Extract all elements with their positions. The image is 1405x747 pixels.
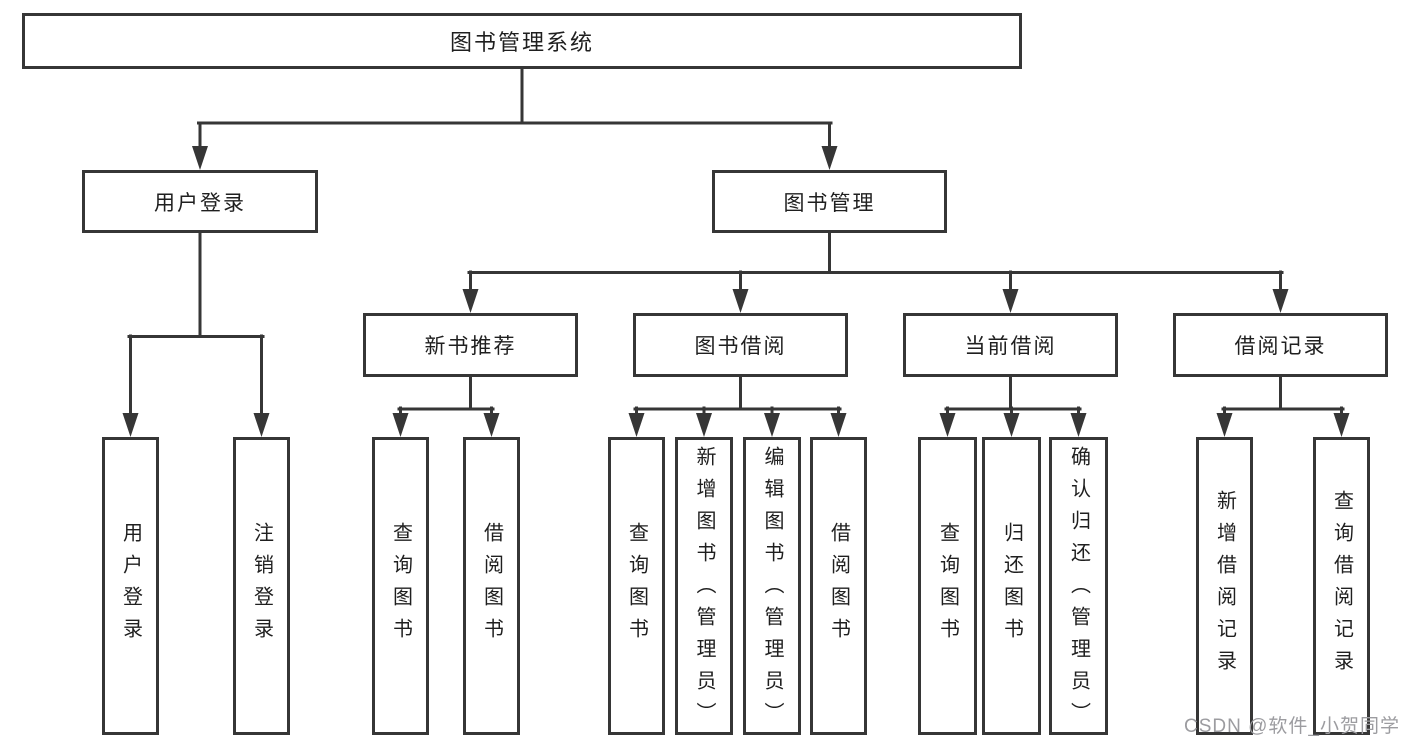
- arrowhead: [821, 146, 838, 170]
- leaf-query-books-borrowing: 查询图书: [608, 437, 665, 735]
- node-library-management-system: 图书管理系统: [22, 13, 1022, 69]
- leaf-borrow-books-recommend: 借阅图书: [463, 437, 520, 735]
- connector-root: [197, 67, 833, 150]
- leaf-query-books-recommend: 查询图书: [372, 437, 429, 735]
- arrowhead: [628, 413, 645, 437]
- arrowhead: [696, 413, 712, 437]
- leaf-add-borrow-record: 新增借阅记录: [1196, 437, 1253, 735]
- arrowhead: [1002, 289, 1019, 313]
- leaf-query-borrow-record: 查询借阅记录: [1313, 437, 1370, 735]
- arrowhead: [1272, 289, 1289, 313]
- arrowhead: [462, 289, 479, 313]
- arrowhead: [392, 413, 409, 437]
- arrowhead: [939, 413, 956, 437]
- arrowhead: [483, 413, 500, 437]
- arrowhead: [1216, 413, 1233, 437]
- connector-user-login: [127, 231, 265, 416]
- watermark: CSDN @软件_小贺同学: [1184, 716, 1400, 737]
- connector-book-management: [467, 231, 1284, 293]
- node-current-borrowing: 当前借阅: [903, 313, 1118, 377]
- node-book-borrowing: 图书借阅: [633, 313, 848, 377]
- leaf-confirm-return-admin: 确认归还（管理员）: [1049, 437, 1108, 735]
- arrowhead: [1070, 413, 1087, 437]
- leaf-borrow-books: 借阅图书: [810, 437, 867, 735]
- arrowhead: [1003, 413, 1020, 437]
- leaf-return-books: 归还图书: [982, 437, 1041, 735]
- connector-new-book-recommendation: [397, 375, 495, 417]
- arrowhead: [764, 413, 780, 437]
- leaf-add-book-admin: 新增图书（管理员）: [675, 437, 733, 735]
- connector-current-borrowing: [944, 375, 1082, 417]
- connector-borrowing-records: [1221, 375, 1345, 417]
- arrowhead: [192, 146, 208, 170]
- node-new-book-recommendation: 新书推荐: [363, 313, 578, 377]
- leaf-edit-book-admin: 编辑图书（管理员）: [743, 437, 801, 735]
- arrowhead: [253, 413, 270, 437]
- connector-book-borrowing: [633, 375, 842, 417]
- arrowhead: [122, 413, 139, 437]
- leaf-logout: 注销登录: [233, 437, 290, 735]
- leaf-user-login: 用户登录: [102, 437, 159, 735]
- arrowhead: [732, 289, 749, 313]
- node-book-management: 图书管理: [712, 170, 947, 233]
- arrowhead: [1333, 413, 1350, 437]
- arrowhead: [830, 413, 847, 437]
- node-user-login: 用户登录: [82, 170, 318, 233]
- leaf-query-books-current: 查询图书: [918, 437, 977, 735]
- node-borrowing-records: 借阅记录: [1173, 313, 1388, 377]
